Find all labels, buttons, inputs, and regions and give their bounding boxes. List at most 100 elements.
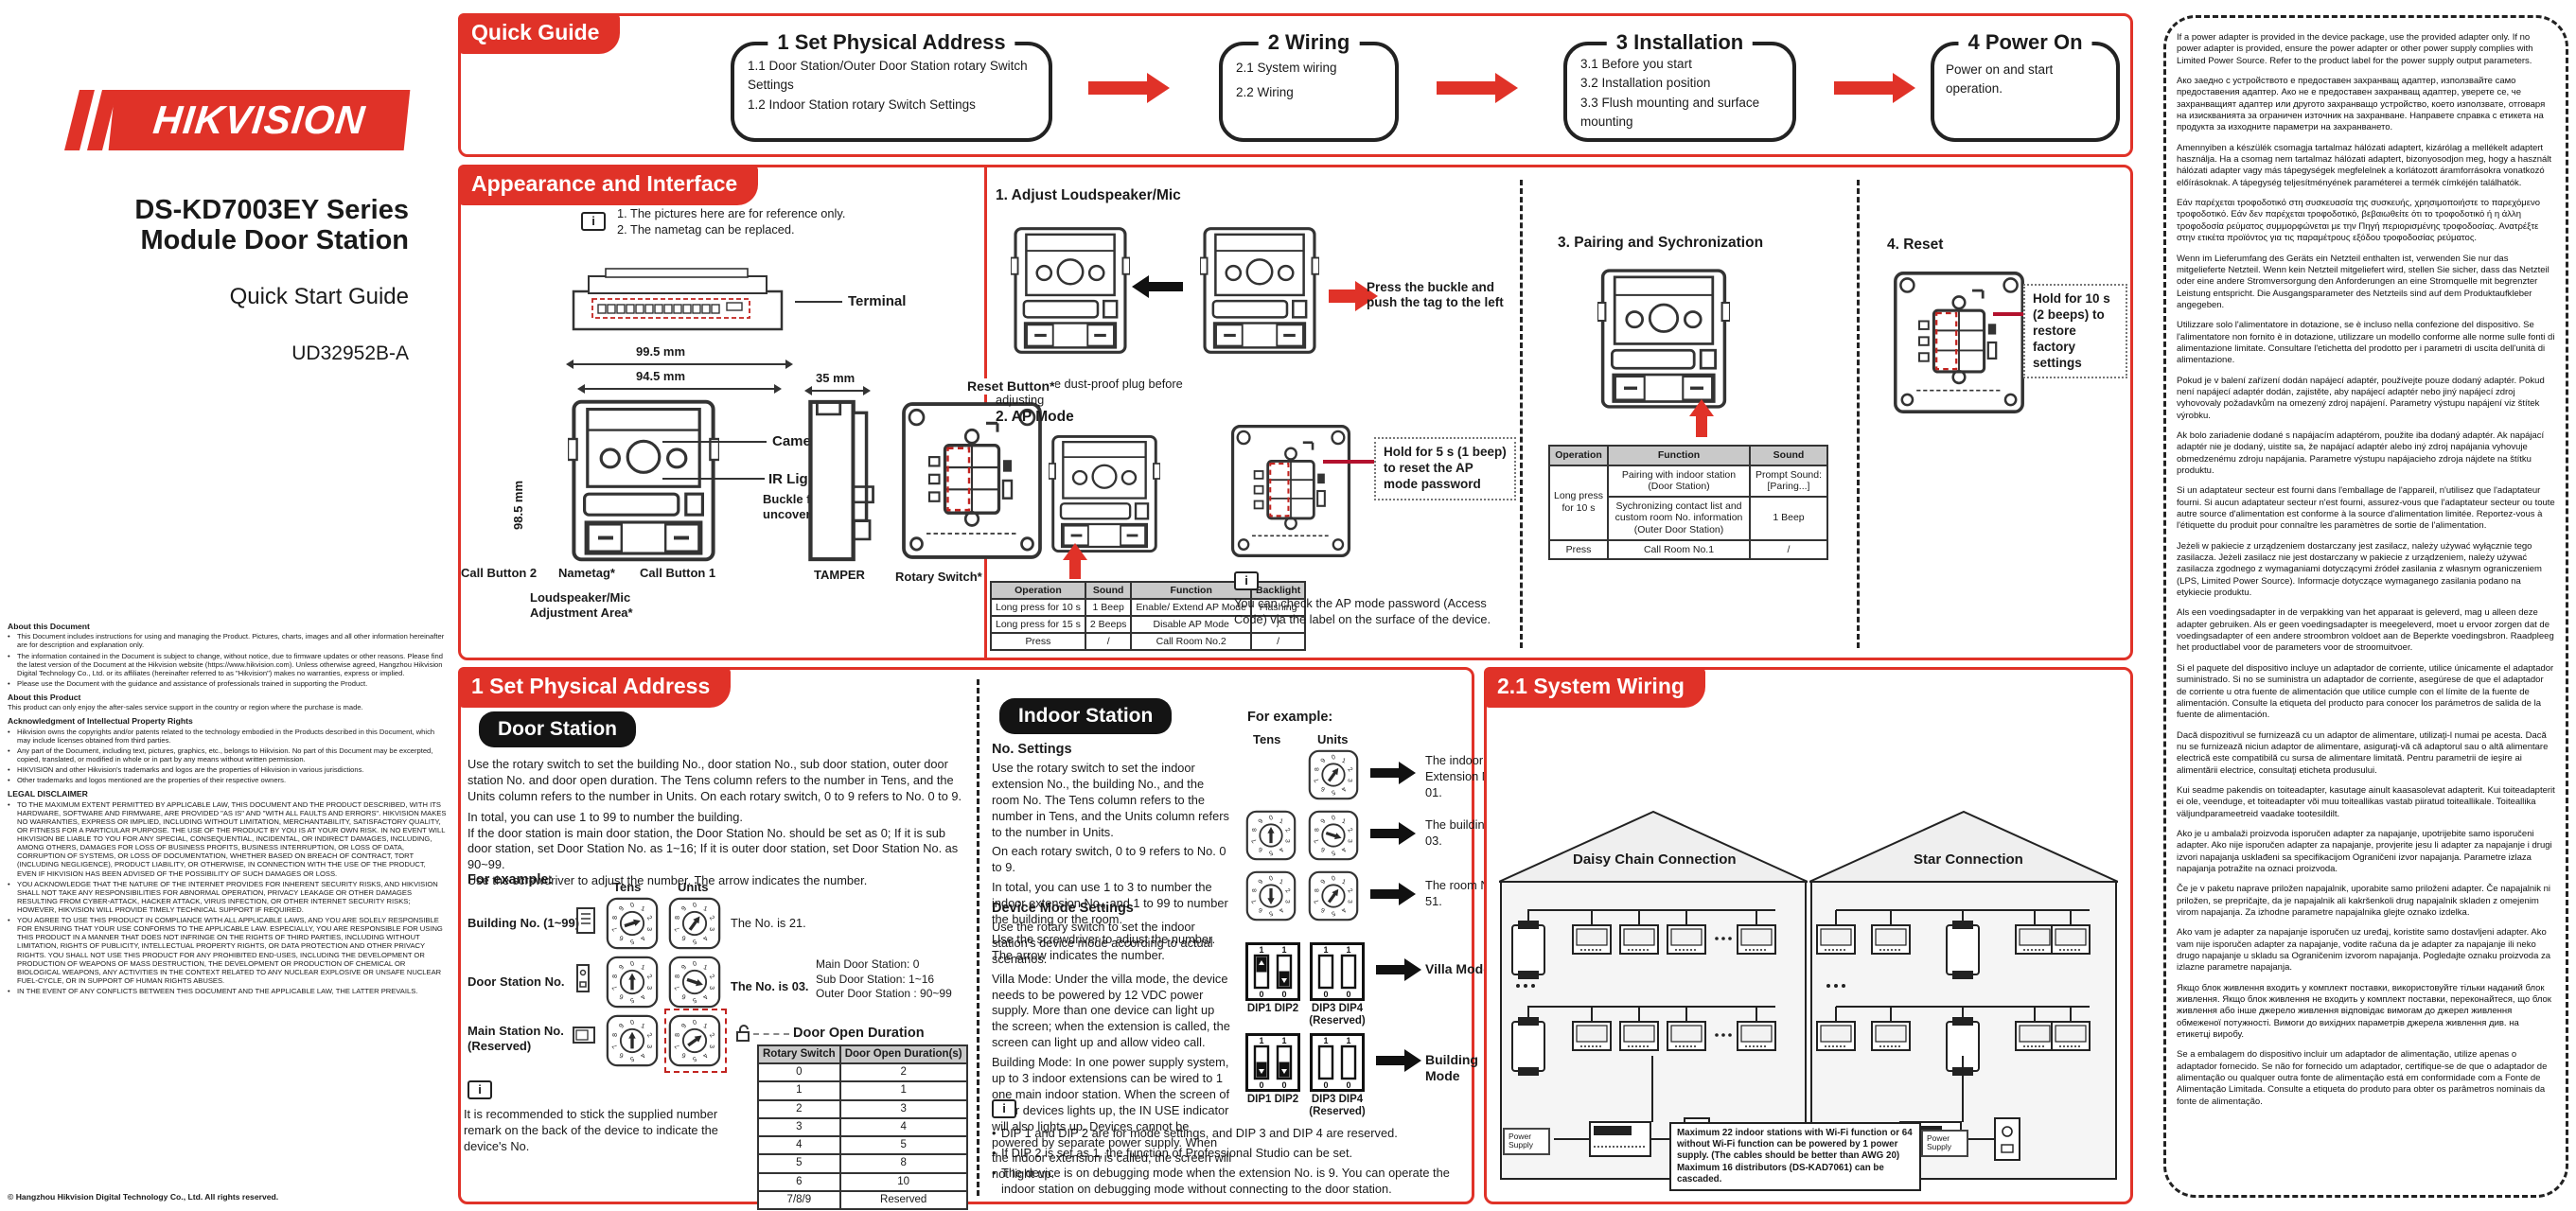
table-header: Function bbox=[1130, 580, 1252, 601]
svg-text:7: 7 bbox=[611, 925, 619, 932]
svg-text:2: 2 bbox=[708, 915, 715, 921]
ap-password-info: You can check the AP mode password (Acce… bbox=[1234, 596, 1491, 626]
table-cell: 1 bbox=[838, 1080, 968, 1101]
daisy-chain-label: Daisy Chain Connection bbox=[1573, 851, 1737, 868]
table-cell: 10 bbox=[838, 1171, 968, 1192]
factory-reset-callout: Hold for 10 s (2 beeps) to restore facto… bbox=[2023, 284, 2127, 379]
wiring-note-line: Maximum 16 distributors (DS-KAD7061) can… bbox=[1677, 1162, 1884, 1185]
svg-text:0: 0 bbox=[1268, 815, 1274, 822]
table-cell: 8 bbox=[838, 1153, 968, 1174]
svg-text:1: 1 bbox=[1259, 1036, 1263, 1045]
svg-text:7: 7 bbox=[1314, 837, 1321, 844]
svg-text:9: 9 bbox=[680, 964, 688, 971]
indoor-para: Use the screwdriver to adjust the number… bbox=[992, 931, 1216, 962]
svg-text:2: 2 bbox=[645, 1032, 653, 1039]
svg-text:6: 6 bbox=[681, 1051, 687, 1059]
table-cell: Call Room No.1 bbox=[1607, 538, 1751, 561]
svg-text:9: 9 bbox=[618, 1023, 626, 1029]
warning-paragraph: Kui seadme pakendis on toiteadapter, kas… bbox=[2177, 784, 2555, 819]
svg-text:0: 0 bbox=[1259, 990, 1263, 999]
table-cell: 2 bbox=[838, 1062, 968, 1083]
svg-text:2: 2 bbox=[1283, 887, 1291, 894]
dip12-label: DIP1 DIP2 bbox=[1246, 1003, 1299, 1014]
indoor-note-item: DIP 1 and DIP 2 are for mode settings, a… bbox=[992, 1126, 1461, 1142]
table-header: Operation bbox=[990, 580, 1086, 601]
adjust-title: 1. Adjust Loudspeaker/Mic bbox=[996, 187, 1181, 203]
svg-text:0: 0 bbox=[1281, 990, 1286, 999]
svg-text:3: 3 bbox=[645, 927, 652, 931]
svg-text:5: 5 bbox=[692, 996, 697, 1004]
reset-back-diagram bbox=[1893, 271, 2025, 414]
svg-text:1: 1 bbox=[1341, 818, 1347, 826]
mode-para: Use the rotary switch to set the indoor … bbox=[992, 920, 1213, 966]
svg-text:1: 1 bbox=[1279, 818, 1284, 826]
svg-text:9: 9 bbox=[1258, 817, 1265, 824]
svg-text:3: 3 bbox=[645, 986, 652, 990]
warning-paragraph: If a power adapter is provided in the de… bbox=[2177, 32, 2533, 66]
table-header: Backlight bbox=[1249, 580, 1307, 601]
svg-text:5: 5 bbox=[692, 938, 697, 945]
dashed-divider bbox=[1520, 180, 1523, 648]
call-button-arrow-icon bbox=[1063, 543, 1087, 579]
svg-text:0: 0 bbox=[1323, 1080, 1328, 1090]
main-door-note: Main Door Station: 0 bbox=[816, 957, 920, 971]
building-result: The No. is 21. bbox=[731, 916, 806, 930]
svg-text:5: 5 bbox=[629, 1055, 635, 1062]
svg-text:3: 3 bbox=[1284, 900, 1291, 904]
svg-text:1: 1 bbox=[640, 905, 645, 913]
reset-button-label: Reset Button* bbox=[967, 378, 1055, 395]
svg-text:3: 3 bbox=[1284, 839, 1291, 843]
svg-text:8: 8 bbox=[612, 1033, 619, 1037]
step-3-title: 3 Installation bbox=[1606, 30, 1754, 55]
svg-text:9: 9 bbox=[1320, 757, 1328, 763]
svg-text:7: 7 bbox=[611, 1043, 619, 1049]
svg-text:0: 0 bbox=[1346, 990, 1350, 999]
svg-text:0: 0 bbox=[692, 960, 697, 968]
call-button-arrow-icon bbox=[1689, 399, 1714, 437]
svg-text:8: 8 bbox=[1314, 828, 1320, 832]
leader-line bbox=[662, 441, 767, 443]
about-product-title: About this Product bbox=[8, 692, 81, 702]
doc-type: Quick Start Guide bbox=[229, 284, 409, 309]
reset-title: 4. Reset bbox=[1887, 237, 1944, 253]
about-product-body: This product can only enjoy the after-sa… bbox=[8, 703, 363, 712]
table-cell: 1 bbox=[757, 1080, 841, 1101]
table-cell: Reserved bbox=[838, 1189, 968, 1210]
result-arrow-icon bbox=[1370, 883, 1416, 905]
open-lock-icon bbox=[736, 1025, 750, 1042]
svg-text:1: 1 bbox=[640, 964, 645, 972]
dashed-divider bbox=[1857, 180, 1860, 648]
about-doc-title: About this Document bbox=[8, 622, 90, 631]
product-series: DS-KD7003EY Series bbox=[134, 195, 409, 225]
step-box-4: 4 Power On Power on and start operation. bbox=[1931, 30, 2120, 142]
dip34-label: DIP3 DIP4 bbox=[1311, 1094, 1364, 1105]
units-header: Units bbox=[678, 880, 709, 894]
units-header: Units bbox=[1317, 732, 1349, 746]
callout-arrow-icon bbox=[1993, 312, 2027, 316]
svg-text:0: 0 bbox=[1323, 990, 1328, 999]
door-open-duration-label: Door Open Duration bbox=[793, 1026, 925, 1041]
table-cell: Pairing with indoor station (Door Statio… bbox=[1607, 464, 1751, 498]
svg-text:1: 1 bbox=[702, 1023, 708, 1030]
table-header: Function bbox=[1607, 445, 1751, 466]
table-cell: Sychronizing contact list and custom roo… bbox=[1607, 495, 1751, 541]
svg-text:5: 5 bbox=[629, 938, 635, 945]
svg-text:2: 2 bbox=[1346, 827, 1353, 834]
step-4-title: 4 Power On bbox=[1958, 30, 2092, 55]
svg-text:9: 9 bbox=[618, 964, 626, 971]
table-cell: / bbox=[1749, 538, 1828, 561]
hikvision-logo-text: HIKVISION bbox=[150, 97, 368, 142]
ap-mode-title: 2. AP Mode bbox=[996, 409, 1074, 425]
leader-line bbox=[795, 301, 842, 303]
door-for-example: For example: bbox=[468, 872, 554, 887]
indoor-para: In total, you can use 1 to 3 to number t… bbox=[992, 880, 1228, 927]
set-address-tab: 1 Set Physical Address bbox=[458, 667, 732, 708]
left-arrow-icon bbox=[1132, 275, 1183, 298]
power-supply-box: Power Supply bbox=[1921, 1130, 1968, 1157]
door-station-icon bbox=[576, 964, 590, 992]
warning-paragraph: Utilizzare solo l'alimentatore in dotazi… bbox=[2177, 320, 2555, 366]
